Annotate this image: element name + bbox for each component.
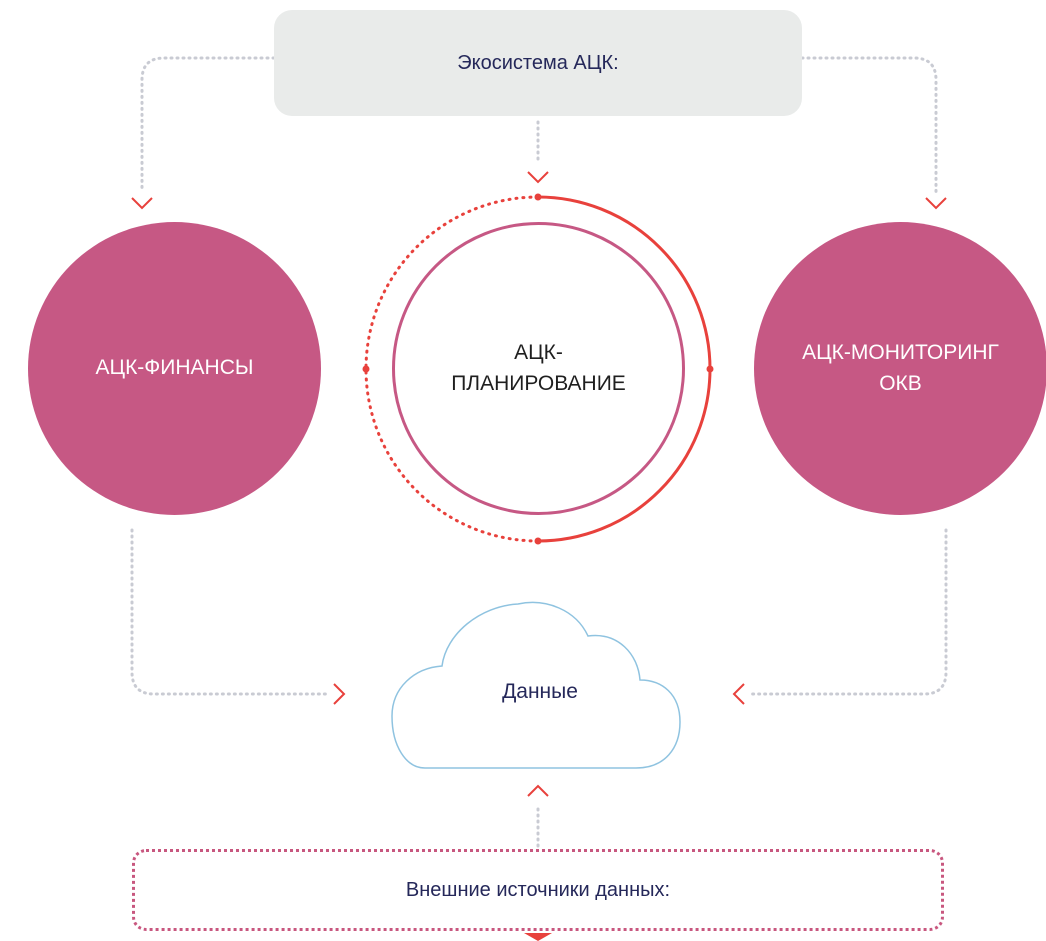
connector-eco-to-monitoring	[800, 56, 938, 194]
ecosystem-title: Экосистема АЦК:	[457, 51, 619, 74]
external-sources-box: Внешние источники данных:	[132, 849, 944, 931]
ring-node-dot	[534, 537, 542, 545]
data-store-label: Данные	[502, 680, 578, 703]
monitoring-label-line2: ОКВ	[879, 371, 922, 395]
planning-label-line1: АЦК-	[514, 341, 563, 365]
planning-circle: АЦК- ПЛАНИРОВАНИЕ	[392, 222, 685, 515]
ring-node-dot	[362, 365, 370, 373]
ring-node-dot	[706, 365, 714, 373]
connector-monitoring-to-data	[750, 528, 948, 696]
arrow-down-icon	[131, 197, 153, 210]
connector-finance-to-data	[130, 528, 328, 696]
triangle-down-icon	[524, 933, 552, 941]
arrow-down-icon	[527, 171, 549, 184]
ring-node-dot	[534, 193, 542, 201]
planning-ring-dotted	[364, 195, 540, 543]
planning-label-line2: ПЛАНИРОВАНИЕ	[451, 371, 626, 395]
connector-eco-to-finance	[140, 56, 276, 194]
arrow-down-icon	[925, 197, 947, 210]
finance-label: АЦК-ФИНАНСЫ	[95, 356, 254, 380]
monitoring-label-line1: АЦК-МОНИТОРИНГ	[802, 341, 999, 365]
monitoring-circle: АЦК-МОНИТОРИНГ ОКВ	[754, 222, 1046, 515]
arrow-left-icon	[732, 683, 745, 705]
arrow-up-icon	[527, 784, 549, 797]
cloud-shape	[391, 601, 681, 769]
external-sources-label: Внешние источники данных:	[405, 878, 671, 901]
ecosystem-box: Экосистема АЦК:	[274, 10, 802, 116]
arrow-right-icon	[333, 683, 346, 705]
finance-circle: АЦК-ФИНАНСЫ	[28, 222, 321, 515]
